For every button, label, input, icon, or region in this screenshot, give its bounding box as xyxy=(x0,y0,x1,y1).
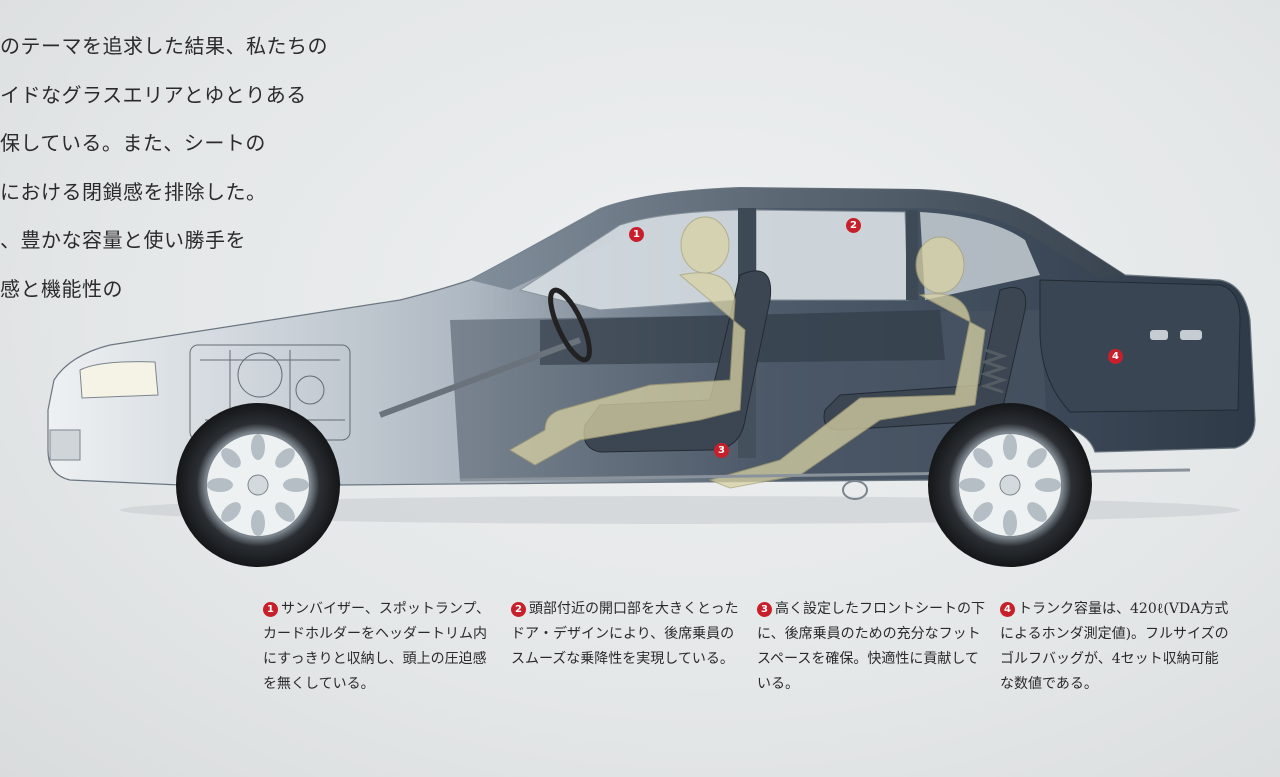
caption-text: 高く設定したフロントシートの下に、後席乗員のための充分なフットスペースを確保。快… xyxy=(757,601,985,692)
caption-text: サンバイザー、スポットランプ、カードホルダーをヘッダートリム内にすっきりと収納し… xyxy=(263,601,491,692)
rear-wheel xyxy=(928,403,1092,567)
intro-line: 感と機能性の xyxy=(0,276,123,301)
caption-number: 2 xyxy=(511,602,526,617)
marker-1: 1 xyxy=(629,227,644,242)
caption-number: 3 xyxy=(757,602,772,617)
caption-number: 1 xyxy=(263,602,278,617)
intro-line: イドなグラスエリアとゆとりある xyxy=(0,82,307,107)
car-cutaway-illustration xyxy=(47,187,1256,567)
marker-4: 4 xyxy=(1108,349,1123,364)
intro-line: 保している。また、シートの xyxy=(0,131,266,155)
front-wheel xyxy=(176,403,340,567)
marker-2: 2 xyxy=(846,218,861,233)
intro-line: 、豊かな容量と使い勝手を xyxy=(0,228,246,252)
intro-line: のテーマを追求した結果、私たちの xyxy=(0,34,328,58)
intro-line: における閉鎖感を排除した。 xyxy=(0,179,267,204)
caption-text: トランク容量は、420ℓ(VDA方式によるホンダ測定値)。フルサイズのゴルフバッ… xyxy=(1000,601,1229,692)
marker-3: 3 xyxy=(714,443,729,458)
intro-text: のテーマを追求した結果、私たちの イドなグラスエリアとゆとりある 保している。ま… xyxy=(0,22,420,313)
caption-number: 4 xyxy=(1000,602,1015,617)
caption-text: 頭部付近の開口部を大きくとったドア・デザインにより、後席乗員のスムーズな乗降性を… xyxy=(511,601,739,667)
